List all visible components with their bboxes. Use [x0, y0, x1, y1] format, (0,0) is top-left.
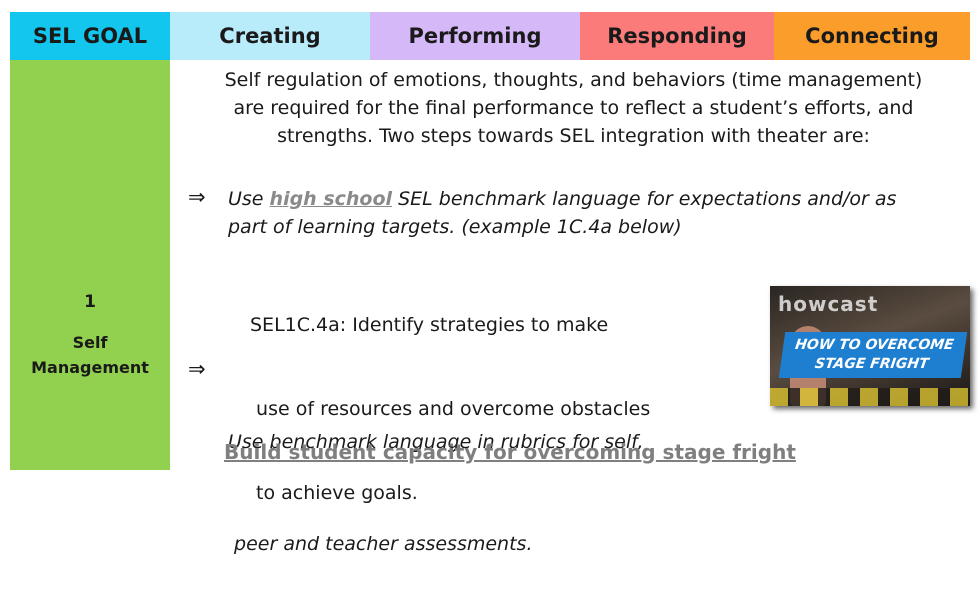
- intro-line2: are required for the final performance t…: [233, 97, 914, 119]
- video-title-banner: HOW TO OVERCOME STAGE FRIGHT: [778, 332, 968, 378]
- header-sel-goal-label: SEL GOAL: [32, 24, 148, 48]
- goal-label-line1: Self: [72, 333, 108, 352]
- goal-label-line2: Management: [31, 358, 149, 377]
- bullet1-line2: part of learning targets. (example 1C.4a…: [228, 216, 682, 238]
- intro-paragraph: Self regulation of emotions, thoughts, a…: [176, 66, 971, 150]
- sel-goal-cell: 1 Self Management: [10, 60, 170, 470]
- video-thumbnail[interactable]: howcast HOW TO OVERCOME STAGE FRIGHT: [770, 286, 970, 406]
- bullet-rubrics: Use benchmark language in rubrics for se…: [228, 357, 644, 595]
- bullet1-post: SEL benchmark language for expectations …: [392, 188, 897, 210]
- arrow-icon: ⇒: [188, 357, 206, 381]
- header-creating-label: Creating: [219, 24, 321, 48]
- intro-line3: strengths. Two steps towards SEL integra…: [277, 125, 870, 147]
- header-performing-label: Performing: [408, 24, 542, 48]
- howcast-logo: howcast: [778, 292, 879, 316]
- header-performing: Performing: [370, 12, 580, 60]
- header-creating: Creating: [170, 12, 370, 60]
- video-title-line1: HOW TO OVERCOME: [794, 337, 955, 353]
- bullet2-line1: Use benchmark language in rubrics for se…: [228, 431, 644, 453]
- goal-label: Self Management: [10, 330, 170, 380]
- intro-line1: Self regulation of emotions, thoughts, a…: [224, 69, 923, 91]
- video-title-line2: STAGE FRIGHT: [813, 356, 930, 372]
- bullet1-pre: Use: [228, 188, 270, 210]
- stage-floor: [770, 388, 970, 406]
- header-responding-label: Responding: [607, 24, 747, 48]
- header-connecting: Connecting: [774, 12, 970, 60]
- header-responding: Responding: [580, 12, 774, 60]
- benchmark-line1: SEL1C.4a: Identify strategies to make: [250, 314, 609, 336]
- arrow-icon: ⇒: [188, 185, 206, 209]
- goal-number: 1: [84, 292, 96, 312]
- bullet-benchmark-language: Use high school SEL benchmark language f…: [228, 185, 896, 241]
- bullet1-line1: Use high school SEL benchmark language f…: [228, 185, 896, 213]
- stage-fright-link[interactable]: Build student capacity for overcoming st…: [224, 440, 796, 464]
- header-sel-goal: SEL GOAL: [10, 12, 170, 60]
- benchmark-line2: use of resources and overcome obstacles: [250, 398, 651, 420]
- bullet2-line2: peer and teacher assessments.: [228, 533, 533, 555]
- header-connecting-label: Connecting: [805, 24, 939, 48]
- high-school-link[interactable]: high school: [269, 188, 393, 210]
